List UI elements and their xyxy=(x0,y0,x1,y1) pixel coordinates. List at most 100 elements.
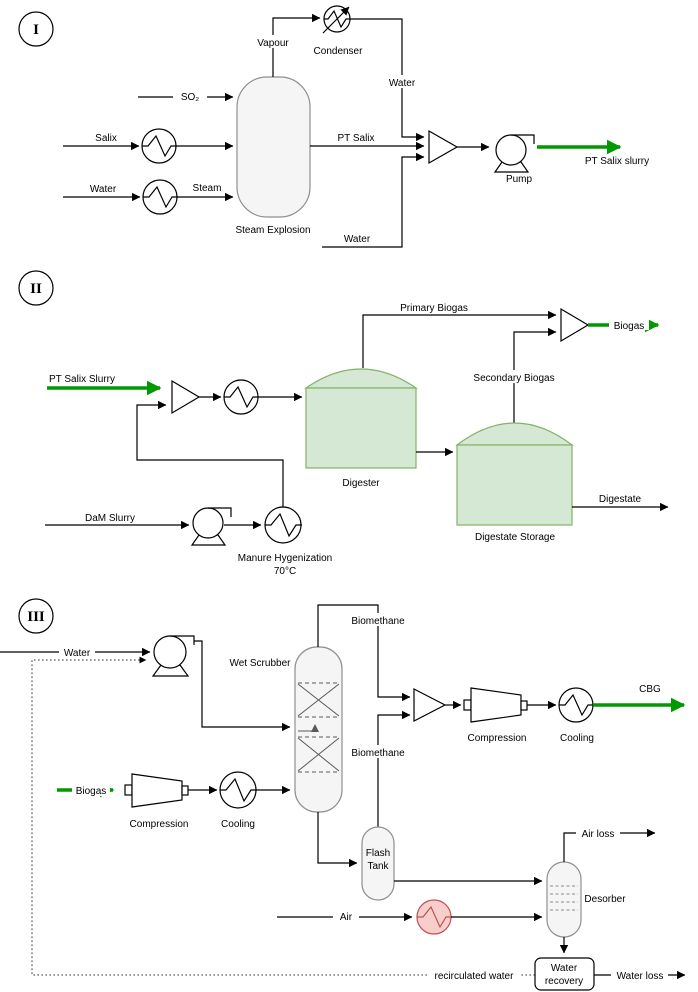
water-in-label: Water xyxy=(90,184,117,195)
flash-tank-vessel xyxy=(361,826,395,901)
salix-heater-zigzag-icon xyxy=(142,134,177,158)
air-loss-label: Air loss xyxy=(582,829,615,840)
digester-label: Digester xyxy=(342,478,380,489)
manure-hygenization-zigzag-icon xyxy=(265,512,302,538)
steam-label: Steam xyxy=(193,183,222,194)
water-loss-label: Water loss xyxy=(617,971,664,982)
secondary-biogas-label-bg xyxy=(466,370,562,383)
vapour-line xyxy=(272,13,321,77)
water-recovery-label-line2: recovery xyxy=(545,976,583,987)
digestate-label: Digestate xyxy=(599,494,642,505)
air-loss-label-bg xyxy=(576,826,620,839)
biomethane-top-label-bg xyxy=(348,613,408,626)
so2-label: SO₂ xyxy=(181,92,199,103)
steam-generator-zigzag-icon xyxy=(143,185,178,209)
cooling-top-label: Cooling xyxy=(560,733,594,744)
steam-explosion-vessel xyxy=(236,76,311,218)
section-3-badge xyxy=(18,598,54,634)
mixer-icon xyxy=(428,129,459,165)
flash-tank-label-line1: Flash xyxy=(366,848,390,859)
final-cooler-zigzag-icon xyxy=(559,693,594,717)
water-loss-label-bg xyxy=(611,967,668,980)
digestate-storage-label: Digestate Storage xyxy=(475,532,555,543)
water-label-bg xyxy=(59,645,95,658)
salix-label: Salix xyxy=(95,133,117,144)
wet-scrubber-packing-icon xyxy=(297,682,340,773)
primary-biogas-line xyxy=(362,310,557,368)
section-2: II PT Salix Slurry Digester Primary Biog… xyxy=(18,270,669,577)
air-label-bg xyxy=(333,909,359,922)
biogas-compressor-icon xyxy=(124,773,189,808)
pt-salix-slurry-in-label: PT Salix Slurry xyxy=(49,374,115,385)
primary-biogas-label: Primary Biogas xyxy=(400,303,468,314)
wet-scrubber-column xyxy=(294,646,343,813)
digestate-storage-body xyxy=(456,444,573,526)
biomethane-mixer-icon xyxy=(413,688,447,722)
digester-feed-mixer-icon xyxy=(171,379,201,415)
water-recovery-label-line1: Water xyxy=(551,963,578,974)
distributor-arrow-icon xyxy=(311,724,319,732)
biomethane-mid-label-bg xyxy=(348,745,408,758)
dam-slurry-label: DaM Slurry xyxy=(85,513,135,524)
scrubber-pump-outlet-icon xyxy=(170,635,195,645)
pt-salix-label: PT Salix xyxy=(337,133,374,144)
so2-label-bg xyxy=(173,88,207,101)
scrubber-to-flash-line xyxy=(317,812,358,868)
scrubber-pump-icon xyxy=(151,635,195,677)
condenser-label: Condenser xyxy=(314,46,364,57)
biomethane-top-line xyxy=(317,604,411,702)
biomethane-mid-line xyxy=(377,710,411,827)
water-makeup-label: Water xyxy=(344,234,371,245)
cbg-label: CBG xyxy=(639,684,661,695)
biogas-compressor-inlet-nozzle-icon xyxy=(124,784,133,796)
compressor-outlet-nozzle-icon xyxy=(520,700,528,711)
scrubber-pump-body-icon xyxy=(153,635,187,669)
biogas-compressor-outlet-nozzle-icon xyxy=(181,785,189,796)
desorber-vessel xyxy=(546,861,582,938)
biomethane-mid-label: Biomethane xyxy=(351,748,405,759)
biogas-compressor-body-icon xyxy=(131,773,183,808)
pump-outlet-icon xyxy=(511,134,535,144)
digester-dome xyxy=(304,368,418,389)
air-label: Air xyxy=(340,912,353,923)
compressor-inlet-nozzle-icon xyxy=(463,699,472,711)
secondary-biogas-label: Secondary Biogas xyxy=(473,373,554,384)
digester-feed-heater-zigzag-icon xyxy=(224,385,259,409)
hygienized-manure-line xyxy=(136,400,284,507)
desorber-trays-icon xyxy=(550,885,578,911)
vapour-label: Vapour xyxy=(257,38,289,49)
pump-label: Pump xyxy=(506,174,533,185)
steam-explosion-label: Steam Explosion xyxy=(235,225,310,236)
biogas-in-label-bg xyxy=(72,783,110,796)
air-heater-zigzag-icon xyxy=(417,905,452,929)
water-label: Water xyxy=(64,648,91,659)
digestate-storage-tank xyxy=(455,422,574,526)
air-loss-line xyxy=(563,828,656,862)
pump-icon xyxy=(493,134,535,173)
water-condensate-label-bg xyxy=(384,75,420,88)
condenser-coolant-arrow-icon xyxy=(322,6,350,34)
section-1: I SO₂ Salix Water Steam Steam Explosion … xyxy=(18,5,649,248)
water-condensate-label: Water xyxy=(389,78,416,89)
biogas-mixer-icon xyxy=(560,307,590,343)
section-1-badge xyxy=(18,11,54,47)
pump-body-icon xyxy=(495,134,527,166)
wet-scrubber-label: Wet Scrubber xyxy=(230,658,292,669)
digester-tank xyxy=(304,368,418,469)
manure-hygenization-label: Manure Hygenization xyxy=(238,553,333,564)
manure-pump-icon xyxy=(190,507,232,546)
biogas-out-label-bg xyxy=(609,316,649,330)
pump-to-scrubber-line xyxy=(194,640,291,732)
vapour-label-bg xyxy=(252,35,295,48)
compression-bottom-label: Compression xyxy=(130,819,189,830)
secondary-biogas-line xyxy=(513,327,557,423)
section-3: III Water recirculated water Wet Scrubbe… xyxy=(0,598,686,991)
makeup-water-line xyxy=(322,152,425,248)
recirculated-water-line xyxy=(31,656,535,976)
water-recovery-box xyxy=(534,957,595,991)
digestate-storage-dome xyxy=(455,422,574,446)
biogas-cooler-zigzag-icon xyxy=(220,777,257,803)
manure-pump-outlet-icon xyxy=(208,507,232,517)
